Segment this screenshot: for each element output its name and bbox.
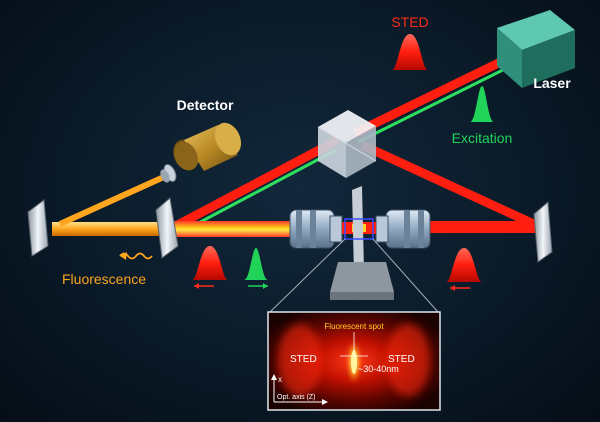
beam-paths xyxy=(52,50,540,238)
sample-holder xyxy=(330,186,394,300)
focal-region-box xyxy=(344,218,374,240)
inset-size-label: ~30-40nm xyxy=(358,364,399,374)
detector-label: Detector xyxy=(177,97,234,113)
excitation-label: Excitation xyxy=(452,130,513,146)
sted-beam-diag-left xyxy=(169,136,341,232)
beam-splitter-cube xyxy=(317,110,377,178)
sted-pulse-top xyxy=(392,34,428,70)
objective-left xyxy=(289,209,343,249)
excitation-pulse-left xyxy=(244,248,268,289)
fluorescence-beam-detector xyxy=(58,173,168,227)
mixed-beam-left-horizontal xyxy=(172,221,292,237)
sted-pulse-left xyxy=(192,246,228,289)
detector-lens xyxy=(160,164,177,183)
sted-beam-diag-right xyxy=(360,140,540,231)
fluorescence-beam-horizontal xyxy=(52,222,172,236)
inset-fluorescent-spot-label: Fluorescent spot xyxy=(324,322,384,331)
mirror-right xyxy=(533,200,553,263)
zoom-lines xyxy=(269,238,439,313)
mirror-left xyxy=(155,197,179,259)
sted-beam-right-horizontal xyxy=(428,221,538,233)
detector-body xyxy=(173,122,242,171)
sted-beam-laser xyxy=(353,50,517,138)
inset-axis-x-label: x xyxy=(278,375,282,384)
inset-sted-right-label: STED xyxy=(388,354,415,365)
sted-pulse-right xyxy=(446,248,482,291)
laser-box xyxy=(497,10,575,88)
fluorescence-label: Fluorescence xyxy=(62,271,146,287)
inset-panel xyxy=(267,311,441,411)
excitation-pulse-top xyxy=(470,86,494,122)
fluorescence-wave-arrow xyxy=(119,252,153,260)
inset-sted-left-label: STED xyxy=(290,354,317,365)
objective-right xyxy=(375,209,431,249)
laser-label: Laser xyxy=(533,75,571,91)
mirror-far-left xyxy=(27,199,49,257)
sted-label-top: STED xyxy=(391,14,428,30)
excitation-beam-laser xyxy=(357,62,516,144)
inset-opt-axis-label: Opt. axis (Z) xyxy=(277,394,316,401)
